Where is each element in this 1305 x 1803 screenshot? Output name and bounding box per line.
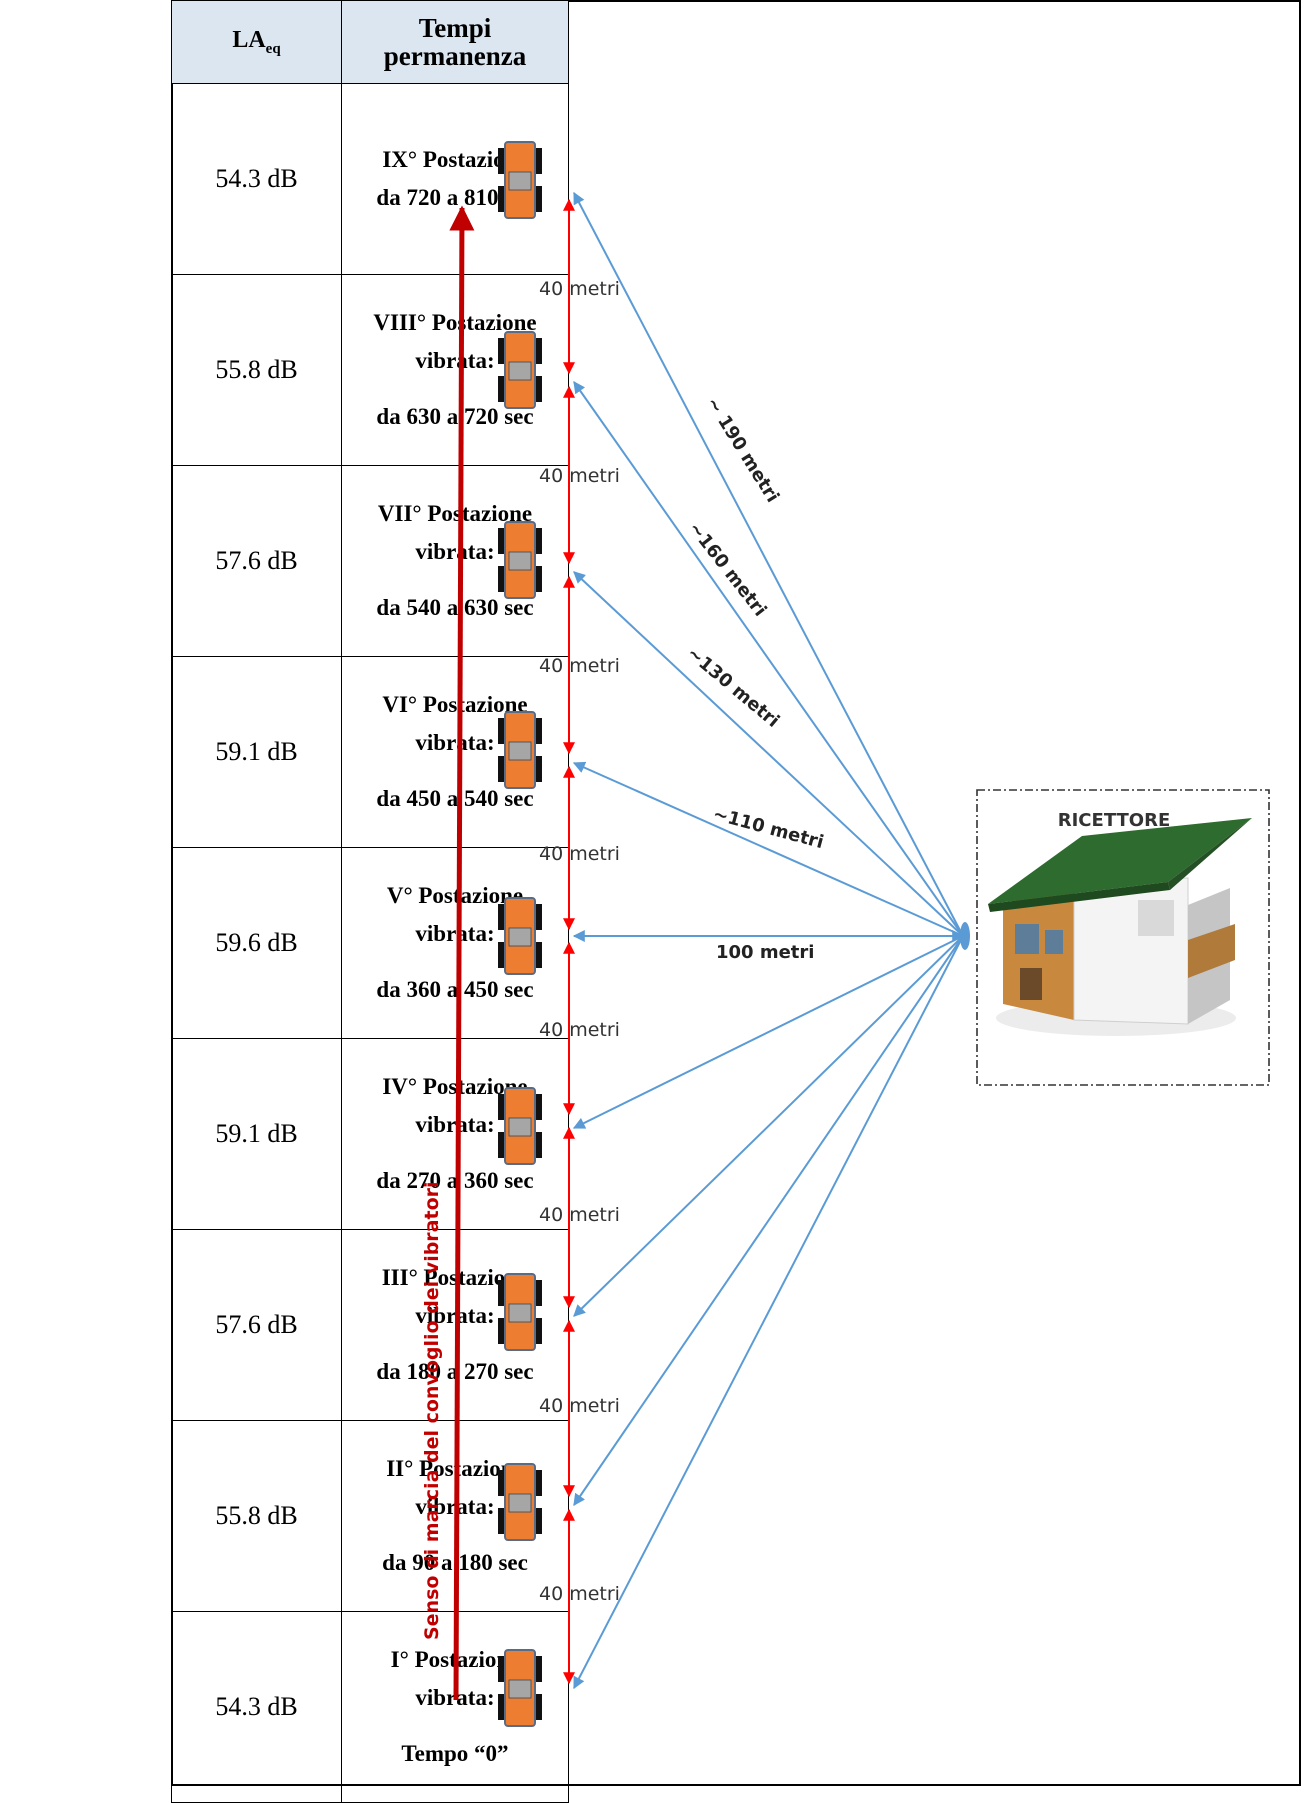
time-header-line1: Tempi xyxy=(418,13,492,43)
ray-station-4 xyxy=(572,935,964,1129)
ray-station-2 xyxy=(573,935,964,1506)
vibrator-vehicle-icon xyxy=(498,1463,542,1541)
laeq-cell: 59.1 dB xyxy=(171,1038,342,1230)
vibrator-vehicle-icon xyxy=(498,1087,542,1165)
spacing-label: 40 metri xyxy=(539,1395,620,1417)
laeq-cell: 59.6 dB xyxy=(171,847,342,1039)
house-icon xyxy=(988,818,1252,1036)
receiver-box: RICETTORE xyxy=(976,789,1270,1086)
distance-label-110: ~110 metri xyxy=(711,804,826,854)
vibrator-vehicle-icon xyxy=(498,897,542,975)
vibrator-vehicle-icon xyxy=(498,521,542,599)
station-label: V° Postazione xyxy=(386,883,524,908)
station-status: vibrata: xyxy=(415,730,495,755)
receiver-label: RICETTORE xyxy=(1058,810,1171,831)
distance-labels: ~ 190 metri ~160 metri ~130 metri ~110 m… xyxy=(683,394,826,963)
vibrator-vehicle-icon xyxy=(498,141,542,219)
station-status: vibrata: xyxy=(415,539,495,564)
receiver-frame xyxy=(976,789,1270,1086)
station-status: vibrata: xyxy=(415,1112,495,1137)
spacing-label: 40 metri xyxy=(539,843,620,865)
spacing-label: 40 metri xyxy=(539,1019,620,1041)
station-status: vibrata: xyxy=(415,348,495,373)
laeq-header-subscript: eq xyxy=(265,40,281,57)
distance-label-100: 100 metri xyxy=(716,942,814,963)
spacing-label: 40 metri xyxy=(539,465,620,487)
ray-station-7 xyxy=(573,571,964,937)
distance-label-190: ~ 190 metri xyxy=(702,394,783,507)
spacing-label: 40 metri xyxy=(539,278,620,300)
station-time: da 270 a 360 sec xyxy=(376,1168,534,1193)
laeq-header-text: LA xyxy=(232,26,266,53)
spacing-label: 40 metri xyxy=(539,655,620,677)
station-time: da 450 a 540 sec xyxy=(376,786,534,811)
vibrator-vehicle-icon xyxy=(498,1649,542,1727)
direction-arrow xyxy=(449,205,475,1701)
vibrator-vehicle-icon xyxy=(498,1273,542,1351)
station-label: VIII° Postazione xyxy=(373,310,537,335)
ray-station-3 xyxy=(573,935,964,1317)
vehicle-column xyxy=(498,141,542,1727)
ray-station-6 xyxy=(572,761,964,937)
station-time: Tempo “0” xyxy=(401,1741,509,1766)
direction-label: Senso di marcia del convoglio dei vibrat… xyxy=(421,1181,443,1640)
distance-label-160: ~160 metri xyxy=(684,518,770,620)
spacing-label: 40 metri xyxy=(539,1583,620,1605)
laeq-cell: 57.6 dB xyxy=(171,465,342,657)
ray-station-1 xyxy=(573,935,964,1690)
station-time: da 360 a 450 sec xyxy=(376,977,534,1002)
table-row: 59.6 dB V° Postazione vibrata: da 360 a 45… xyxy=(171,847,569,1039)
spacing-labels: 40 metri 40 metri 40 metri 40 metri 40 m… xyxy=(539,278,620,1605)
station-label: VI° Postazione xyxy=(382,692,528,717)
station-time: da 540 a 630 sec xyxy=(376,595,534,620)
time-header-line2: permanenza xyxy=(383,41,527,71)
vibrator-vehicle-icon xyxy=(498,711,542,789)
laeq-cell: 59.1 dB xyxy=(171,656,342,848)
ray-station-8 xyxy=(573,381,964,937)
receiver-point xyxy=(960,922,970,950)
ray-station-9 xyxy=(573,191,964,937)
vibrator-vehicle-icon xyxy=(498,331,542,409)
sound-rays xyxy=(572,191,965,1690)
spacing-label: 40 metri xyxy=(539,1204,620,1226)
station-status: vibrata: xyxy=(415,921,495,946)
laeq-cell: 54.3 dB xyxy=(171,83,342,275)
station-status: vibrata: xyxy=(415,1303,495,1328)
table-row: 59.1 dB VI° Postazione vibrata: da 450 a 5… xyxy=(171,656,569,848)
